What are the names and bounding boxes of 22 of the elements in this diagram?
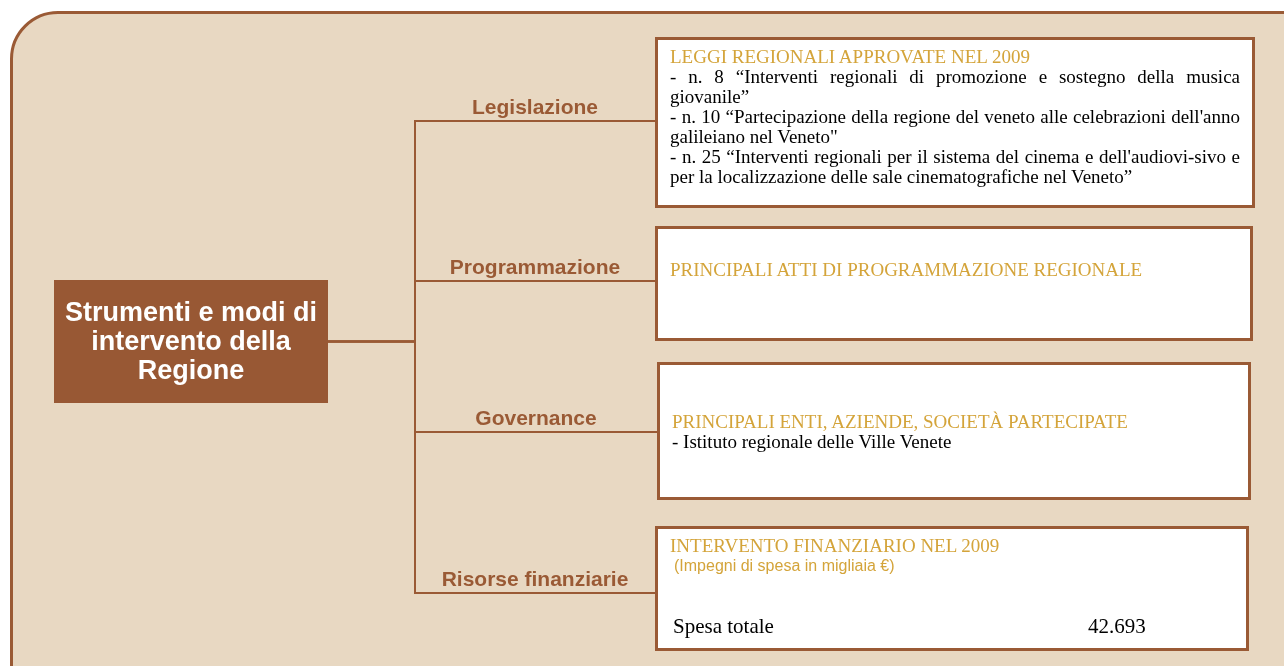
content-box <box>655 226 1253 341</box>
edge-label: Legislazione <box>472 95 598 119</box>
box-heading: INTERVENTO FINANZIARIO NEL 2009 <box>670 535 1001 556</box>
content-box <box>657 362 1251 500</box>
list-item: - Istituto regionale delle Ville Venete <box>672 432 953 452</box>
box-heading: PRINCIPALI ATTI DI PROGRAMMAZIONE REGIONALE <box>670 259 1144 280</box>
connector-line <box>327 340 656 594</box>
box-heading: LEGGI REGIONALI APPROVATE NEL 2009 <box>670 46 1031 67</box>
row-label: Spesa totale <box>673 613 774 640</box>
content-box <box>655 526 1249 651</box>
edge-label: Risorse finanziarie <box>441 567 629 591</box>
root-box <box>54 280 328 403</box>
content-box <box>655 37 1255 208</box>
edge-label: Governance <box>475 406 597 430</box>
list-item: - n. 10 “Partecipazione della regione del veneto alle celebrazioni dell'anno galileiano nel Veneto" <box>670 107 1240 147</box>
list-item: - n. 8 “Interventi regionali di promozione e sostegno della musica giovanile” <box>670 67 1240 107</box>
box-subheading: (Impegni di spesa in migliaia €) <box>673 556 896 576</box>
box-heading: PRINCIPALI ENTI, AZIENDE, SOCIETÀ PARTECIPATE <box>672 411 1129 432</box>
row-value: 42.693 <box>1088 613 1146 640</box>
edge-label: Programmazione <box>449 255 621 279</box>
list-item: - n. 25 “Interventi regionali per il sistema del cinema e dell'audiovi-sivo e per la localizzazione delle sale cinematografiche nel Veneto” <box>670 147 1240 187</box>
title-text: Strumenti e modi di intervento della Regione <box>64 298 318 385</box>
